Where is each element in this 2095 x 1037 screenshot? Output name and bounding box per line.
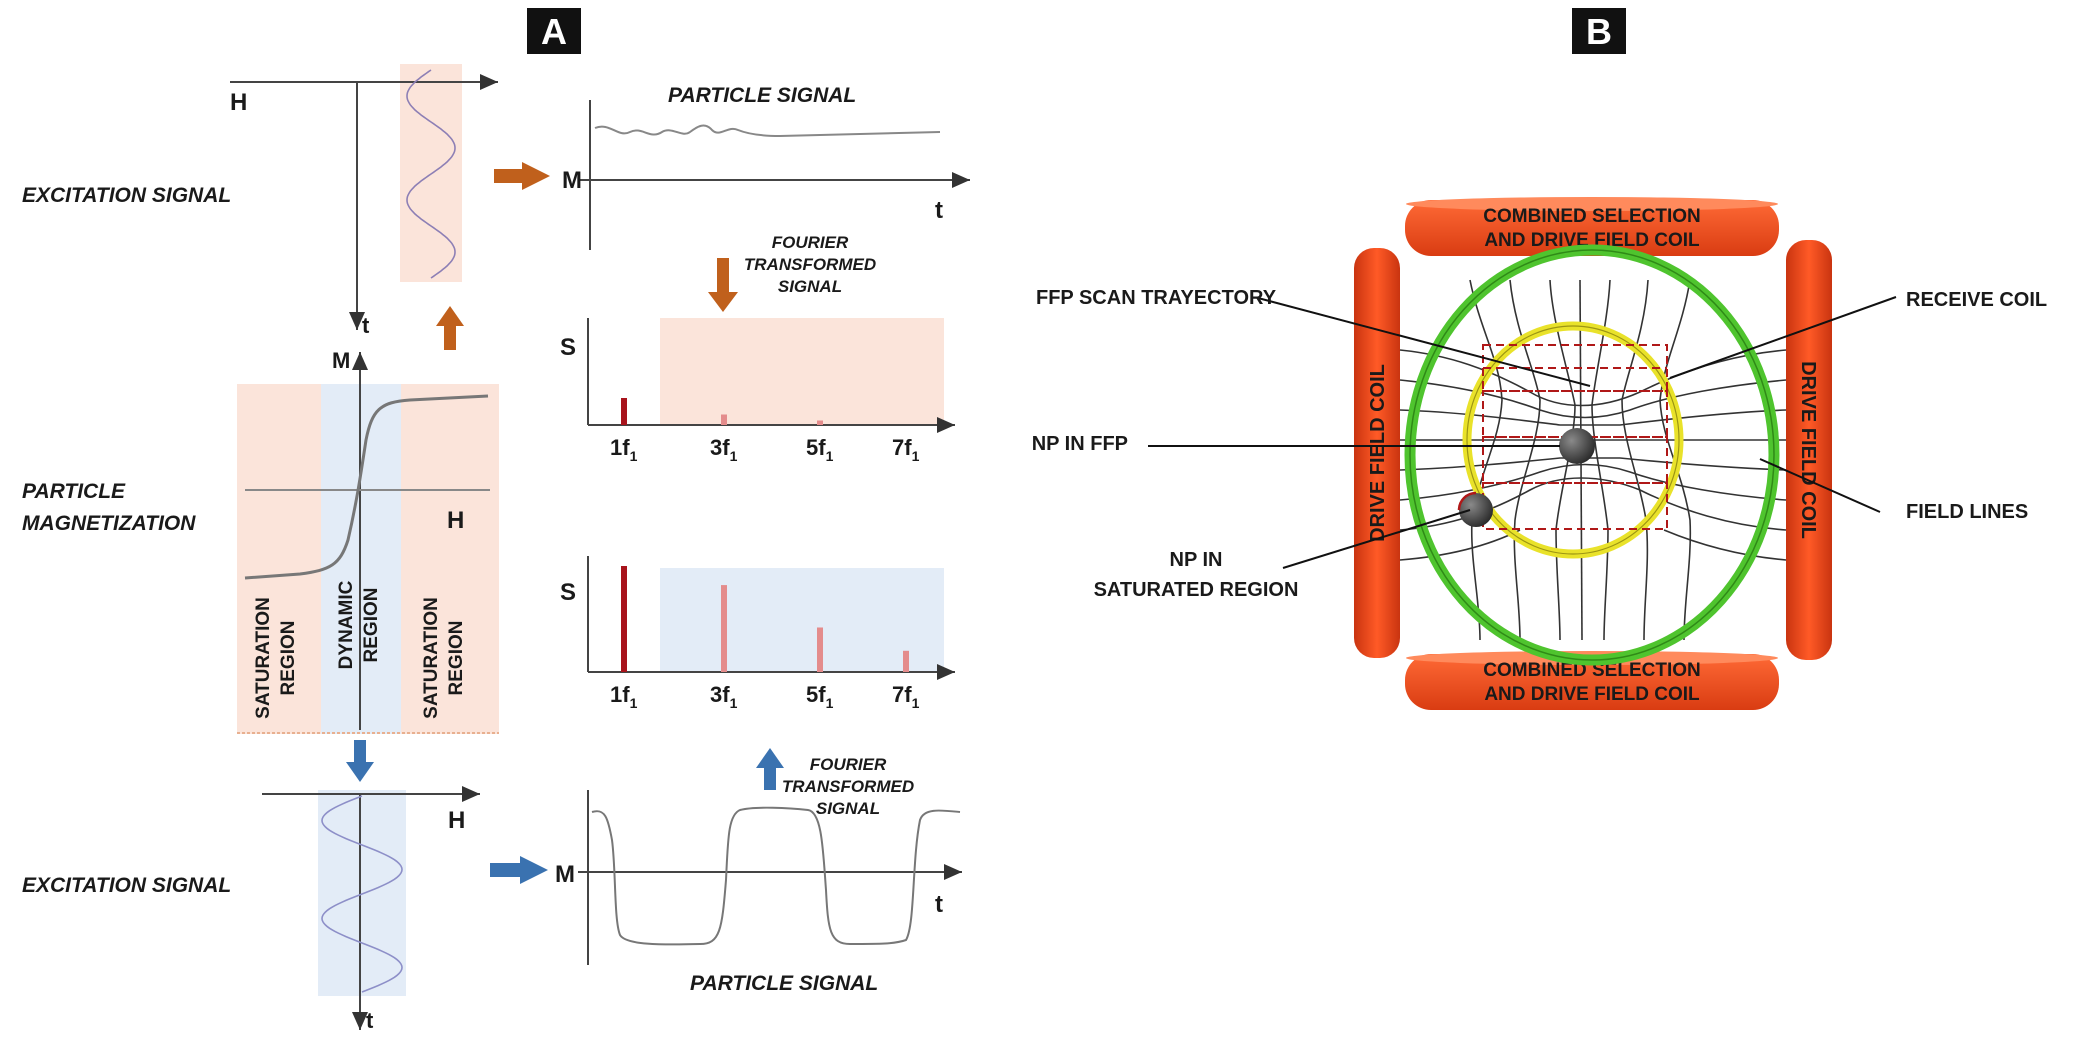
top-spectrum-tick-4: 7f1 (892, 435, 920, 464)
top-spectrum-tick-2: 3f1 (710, 435, 738, 464)
top-spectrum-bg (660, 318, 944, 425)
badge-b-text: B (1586, 11, 1612, 52)
label-ffp-scan-trajectory: FFP SCAN TRAYECTORY (1036, 287, 1277, 309)
top-fourier-line3: SIGNAL (778, 277, 842, 296)
right-coil: DRIVE FIELD COIL (1786, 240, 1832, 660)
region-left-1: SATURATION (253, 597, 274, 719)
leader-lines (1148, 296, 1897, 569)
bottom-spectrum-tick-4: 7f1 (892, 682, 920, 711)
saturation-left-bg (237, 384, 321, 734)
bottom-spectrum-tick-3: 5f1 (806, 682, 834, 711)
bottom-fourier-line1: FOURIER (810, 755, 887, 774)
top-excitation-plot: H t EXCITATION SIGNAL (22, 64, 498, 338)
top-coil: COMBINED SELECTION AND DRIVE FIELD COIL (1405, 197, 1779, 256)
top-fourier-line2: TRANSFORMED (744, 255, 876, 274)
label-np-saturated-1: NP IN (1170, 549, 1223, 571)
bottom-fourier-line2: TRANSFORMED (782, 777, 914, 796)
saturation-right-bg (401, 384, 499, 734)
bottom-fourier-line3: SIGNAL (816, 799, 880, 818)
top-spectrum-tick-1: 1f1 (610, 435, 638, 464)
panel-b: B COMBINED SELECTION AND DRIVE FIELD COI… (1032, 8, 2047, 710)
top-excitation-bg (400, 64, 462, 282)
bottom-coil-line2: AND DRIVE FIELD COIL (1484, 684, 1700, 705)
top-particle-signal-title: PARTICLE SIGNAL (668, 84, 856, 107)
bottom-spectrum-tick-2: 3f1 (710, 682, 738, 711)
top-coil-line2: AND DRIVE FIELD COIL (1484, 230, 1700, 251)
orange-arrow-up (436, 306, 464, 350)
bottom-excitation-axis-t: t (366, 1008, 374, 1033)
label-np-saturated-2: SATURATED REGION (1094, 579, 1299, 601)
blue-arrow-right (490, 856, 548, 884)
blue-arrow-down (346, 740, 374, 782)
top-spectrum-tick-3: 5f1 (806, 435, 834, 464)
bottom-excitation-bg (318, 790, 406, 996)
bottom-fourier-annotation: FOURIER TRANSFORMED SIGNAL (756, 748, 914, 818)
top-particle-signal-plot: PARTICLE SIGNAL M t (562, 84, 970, 250)
top-excitation-label: EXCITATION SIGNAL (22, 184, 231, 207)
bottom-coil: COMBINED SELECTION AND DRIVE FIELD COIL (1405, 651, 1779, 710)
magnetization-axis-m: M (332, 348, 350, 373)
bottom-coil-line1: COMBINED SELECTION (1483, 660, 1700, 681)
top-excitation-wave (406, 69, 456, 279)
region-mid-1: DYNAMIC (336, 580, 357, 669)
bottom-excitation-label: EXCITATION SIGNAL (22, 874, 231, 897)
bottom-particle-signal-title: PARTICLE SIGNAL (690, 972, 878, 995)
top-spectrum-axis-s: S (560, 334, 576, 361)
region-right-2: REGION (446, 621, 467, 696)
label-field-lines: FIELD LINES (1906, 501, 2028, 523)
bottom-particle-signal-curve (591, 806, 961, 946)
top-particle-signal-axis-t: t (935, 197, 943, 224)
region-mid-2: REGION (361, 588, 382, 663)
label-receive-coil: RECEIVE COIL (1906, 289, 2047, 311)
top-excitation-axis-h: H (230, 89, 247, 116)
bottom-particle-signal-axis-t: t (935, 891, 943, 918)
bottom-spectrum-bar-4 (903, 650, 909, 672)
bottom-spectrum-tick-1: 1f1 (610, 682, 638, 711)
left-coil-label: DRIVE FIELD COIL (1367, 364, 1389, 542)
top-fourier-annotation: FOURIER TRANSFORMED SIGNAL (708, 233, 876, 312)
bottom-spectrum-axis-s: S (560, 579, 576, 606)
bottom-particle-signal-plot: M t PARTICLE SIGNAL (555, 790, 962, 995)
bottom-spectrum-bar-2 (721, 585, 727, 672)
np-in-saturated-region (1459, 493, 1493, 527)
badge-a-text: A (541, 11, 567, 52)
label-np-in-ffp: NP IN FFP (1032, 433, 1128, 455)
top-spectrum-bar-1 (621, 398, 627, 425)
region-left-2: REGION (278, 621, 299, 696)
magnetization-label-1: PARTICLE (22, 480, 126, 503)
magnetization-plot: M H PARTICLE MAGNETIZATION SATURATION RE… (22, 348, 499, 734)
magnetization-curve (244, 394, 489, 580)
bottom-spectrum-bar-3 (817, 627, 823, 672)
magnetization-label-2: MAGNETIZATION (22, 512, 196, 535)
np-in-ffp (1559, 428, 1595, 464)
top-particle-signal-curve (594, 124, 941, 138)
magnetization-axis-h: H (447, 507, 464, 534)
panel-a: A H t EXCITATION SIGNAL PARTICLE SIGNAL … (22, 8, 970, 1033)
top-fourier-line1: FOURIER (772, 233, 849, 252)
top-coil-line1: COMBINED SELECTION (1483, 206, 1700, 227)
badge-a-box (527, 8, 581, 54)
bottom-spectrum-bg (660, 568, 944, 672)
orange-arrow-right (494, 162, 550, 190)
bottom-spectrum-bar-1 (621, 566, 627, 672)
top-spectrum-plot: S 1f1 3f1 5f1 7f1 (560, 318, 955, 464)
bottom-spectrum-plot: S 1f1 3f1 5f1 7f1 (560, 556, 955, 711)
region-right-1: SATURATION (421, 597, 442, 719)
bottom-excitation-plot: H t EXCITATION SIGNAL (22, 786, 480, 1033)
right-coil-label: DRIVE FIELD COIL (1797, 361, 1819, 539)
top-excitation-axis-t: t (362, 313, 370, 338)
top-spectrum-bar-3 (817, 420, 823, 425)
left-coil: DRIVE FIELD COIL (1354, 248, 1400, 658)
badge-b-box (1572, 8, 1626, 54)
bottom-excitation-axis-h: H (448, 807, 465, 834)
bottom-excitation-wave (321, 795, 403, 993)
top-spectrum-bar-2 (721, 414, 727, 425)
bottom-particle-signal-axis-m: M (555, 861, 575, 888)
top-particle-signal-axis-m: M (562, 167, 582, 194)
